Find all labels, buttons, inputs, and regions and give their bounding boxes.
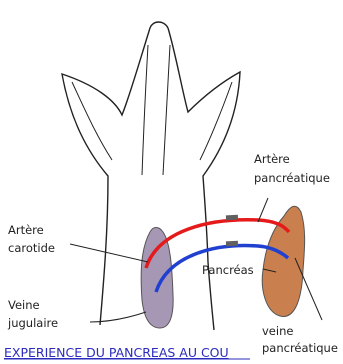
label-artere-pancreatique-1: Artère (254, 152, 290, 166)
leader-artere-carotide (70, 244, 148, 262)
right-ear-inner (200, 82, 232, 160)
leader-artere-pancreatique (258, 198, 268, 222)
label-veine-pancreatique-1: veine (262, 324, 293, 338)
snout-line-right (163, 45, 170, 175)
label-veine-jugulaire-2: jugulaire (7, 316, 58, 330)
jugular-vein (141, 228, 173, 329)
label-artere-pancreatique-2: pancréatique (254, 171, 330, 185)
label-artere-carotide-1: Artère (8, 223, 44, 237)
label-pancreas: Pancréas (202, 263, 254, 277)
vein-clamp (226, 241, 238, 247)
label-veine-pancreatique-2: pancréatique (262, 341, 338, 355)
label-artere-carotide-2: carotide (8, 241, 55, 255)
label-veine-jugulaire-1: Veine (8, 298, 40, 312)
artery-clamp (226, 215, 238, 221)
snout-line-left (142, 45, 148, 175)
leader-veine-jugulaire (90, 312, 146, 322)
diagram-title: EXPERIENCE DU PANCREAS AU COU (4, 345, 229, 360)
dog-snout-tip (150, 22, 168, 28)
left-ear-inner (72, 82, 112, 160)
